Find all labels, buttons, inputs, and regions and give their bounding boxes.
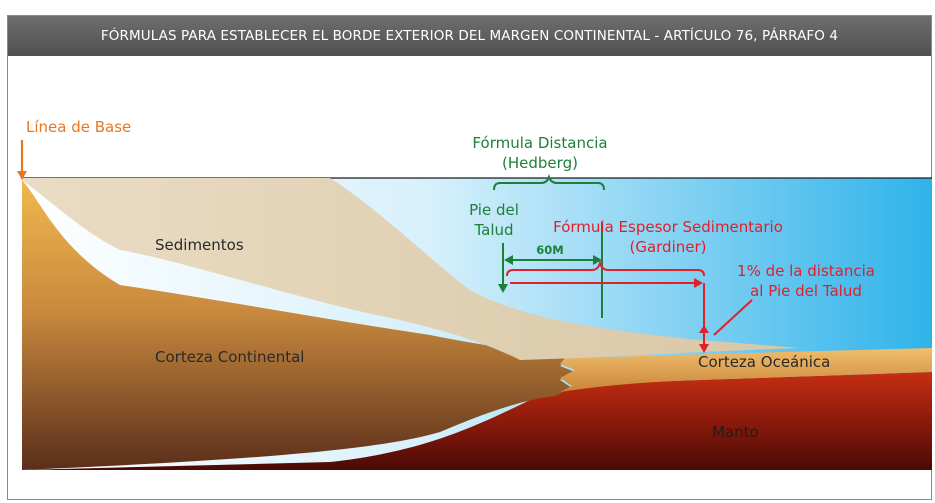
foot-of-slope-label: Pie del (469, 201, 519, 219)
continental-crust-layer (22, 180, 575, 470)
oceanic-crust-layer (560, 348, 932, 392)
foot-of-slope-sub: Talud (473, 221, 513, 239)
title-bar: FÓRMULAS PARA ESTABLECER EL BORDE EXTERI… (8, 16, 931, 56)
baseline-label: Línea de Base (26, 118, 131, 136)
hedberg-brace (493, 173, 605, 191)
percent-note-sub: al Pie del Talud (750, 282, 862, 300)
mantle-layer (22, 372, 932, 470)
continental-crust-label: Corteza Continental (155, 348, 304, 366)
percent-note-label: 1% de la distancia (737, 262, 875, 280)
mantle-label: Manto (712, 423, 759, 441)
sediment-formula-sub: (Gardiner) (629, 238, 706, 256)
percent-note-pointer (713, 299, 753, 336)
gardiner-vertical-head (699, 344, 709, 353)
baseline-arrow-head (17, 171, 27, 180)
sixty-m-arrow-right-head (593, 255, 602, 265)
gardiner-distance-arrow-head (694, 278, 703, 288)
distance-formula-sub: (Hedberg) (502, 154, 578, 172)
distance-formula-label: Fórmula Distancia (472, 134, 607, 152)
sediments-label: Sedimentos (155, 236, 244, 254)
sediment-formula-label: Fórmula Espesor Sedimentario (553, 218, 783, 236)
sixty-m-arrow-left-head (504, 255, 513, 265)
sediments-layer (22, 178, 800, 360)
oceanic-crust-label: Corteza Oceánica (698, 353, 830, 371)
foot-slope-marker-head (498, 284, 508, 293)
gardiner-brace (506, 259, 705, 277)
thickness-arrow-top-head (699, 325, 709, 333)
sixty-m-label: 60M (536, 243, 563, 257)
